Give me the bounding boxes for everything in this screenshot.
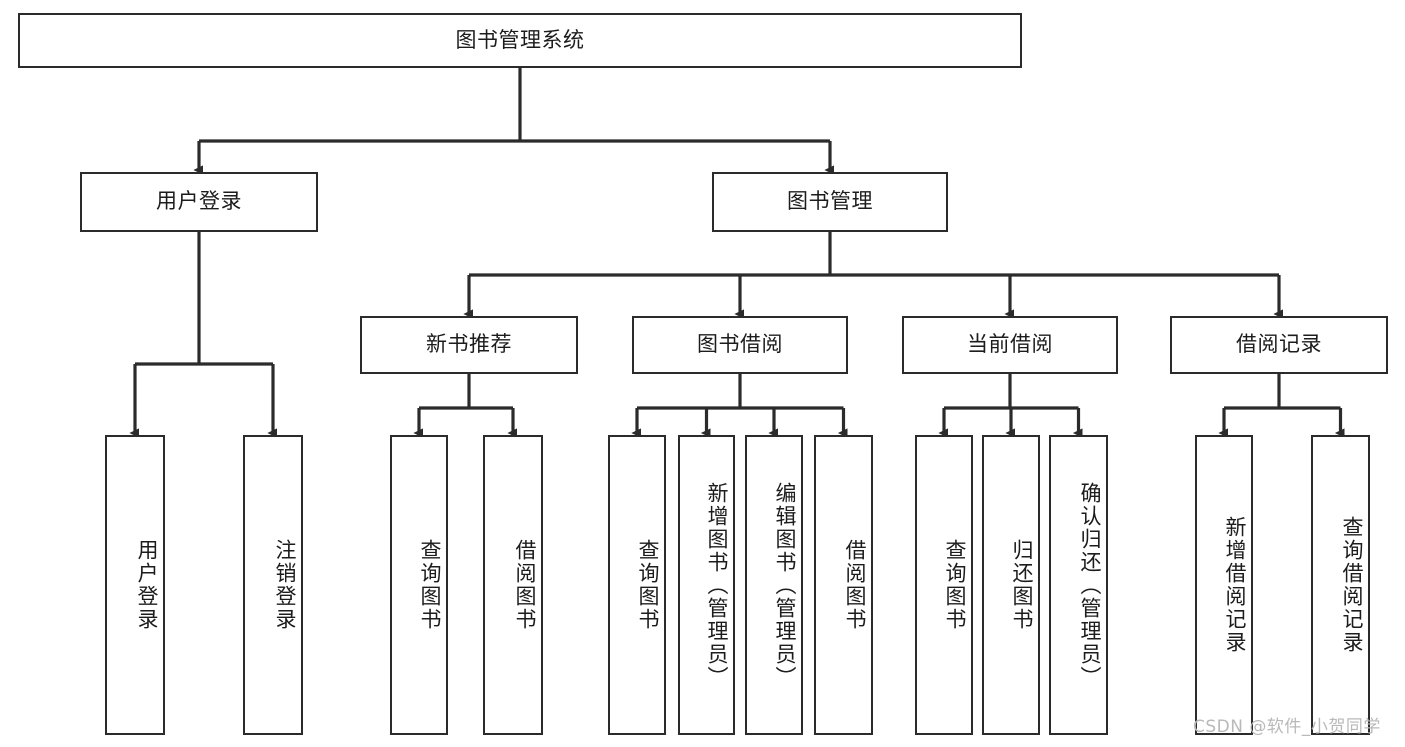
node-label: 注销登录: [273, 539, 297, 631]
node-label: 用户登录: [135, 539, 159, 631]
node-label: 图书管理系统: [455, 27, 585, 52]
node-label: 归还图书: [1010, 539, 1034, 631]
node-label: 用户登录: [156, 189, 242, 214]
node-用户登录-box[interactable]: 用户登录: [105, 435, 165, 735]
node-归还图书-box[interactable]: 归还图书: [982, 435, 1040, 735]
node-label: 新增借阅记录: [1223, 516, 1247, 654]
node-label: 借阅记录: [1236, 332, 1322, 357]
node-label: 查询图书: [636, 539, 660, 631]
node-label: 图书管理: [787, 189, 873, 214]
node-label: 查询图书: [418, 539, 442, 631]
node-图书管理-box[interactable]: 图书管理: [712, 172, 948, 232]
node-借阅图书-box[interactable]: 借阅图书: [483, 435, 543, 735]
node-label: 查询借阅记录: [1340, 516, 1364, 654]
node-label: 新书推荐: [426, 332, 512, 357]
node-新增图书管理员-box[interactable]: 新增图书（管理员）: [678, 435, 735, 735]
node-借阅图书-box[interactable]: 借阅图书: [814, 435, 873, 735]
node-确认归还管理员-box[interactable]: 确认归还（管理员）: [1049, 435, 1108, 735]
node-label: 当前借阅: [967, 332, 1053, 357]
node-label: 新增图书（管理员）: [705, 481, 729, 689]
node-新增借阅记录-box[interactable]: 新增借阅记录: [1195, 435, 1253, 735]
node-用户登录-box[interactable]: 用户登录: [80, 172, 318, 232]
csdn-watermark: CSDN @软件_小贺同学: [1193, 717, 1381, 737]
node-图书借阅-box[interactable]: 图书借阅: [632, 316, 848, 374]
node-label: 图书借阅: [697, 332, 783, 357]
node-label: 查询图书: [943, 539, 967, 631]
node-label: 编辑图书（管理员）: [773, 481, 797, 689]
node-图书管理系统-box[interactable]: 图书管理系统: [18, 13, 1022, 68]
node-查询图书-box[interactable]: 查询图书: [915, 435, 973, 735]
node-查询借阅记录-box[interactable]: 查询借阅记录: [1311, 435, 1370, 735]
node-借阅记录-box[interactable]: 借阅记录: [1170, 316, 1388, 374]
node-编辑图书管理员-box[interactable]: 编辑图书（管理员）: [745, 435, 803, 735]
node-新书推荐-box[interactable]: 新书推荐: [360, 316, 578, 374]
node-label: 确认归还（管理员）: [1078, 481, 1102, 689]
node-label: 借阅图书: [513, 539, 537, 631]
node-label: 借阅图书: [843, 539, 867, 631]
node-当前借阅-box[interactable]: 当前借阅: [902, 316, 1118, 374]
node-查询图书-box[interactable]: 查询图书: [608, 435, 666, 735]
node-查询图书-box[interactable]: 查询图书: [390, 435, 448, 735]
node-注销登录-box[interactable]: 注销登录: [243, 435, 303, 735]
